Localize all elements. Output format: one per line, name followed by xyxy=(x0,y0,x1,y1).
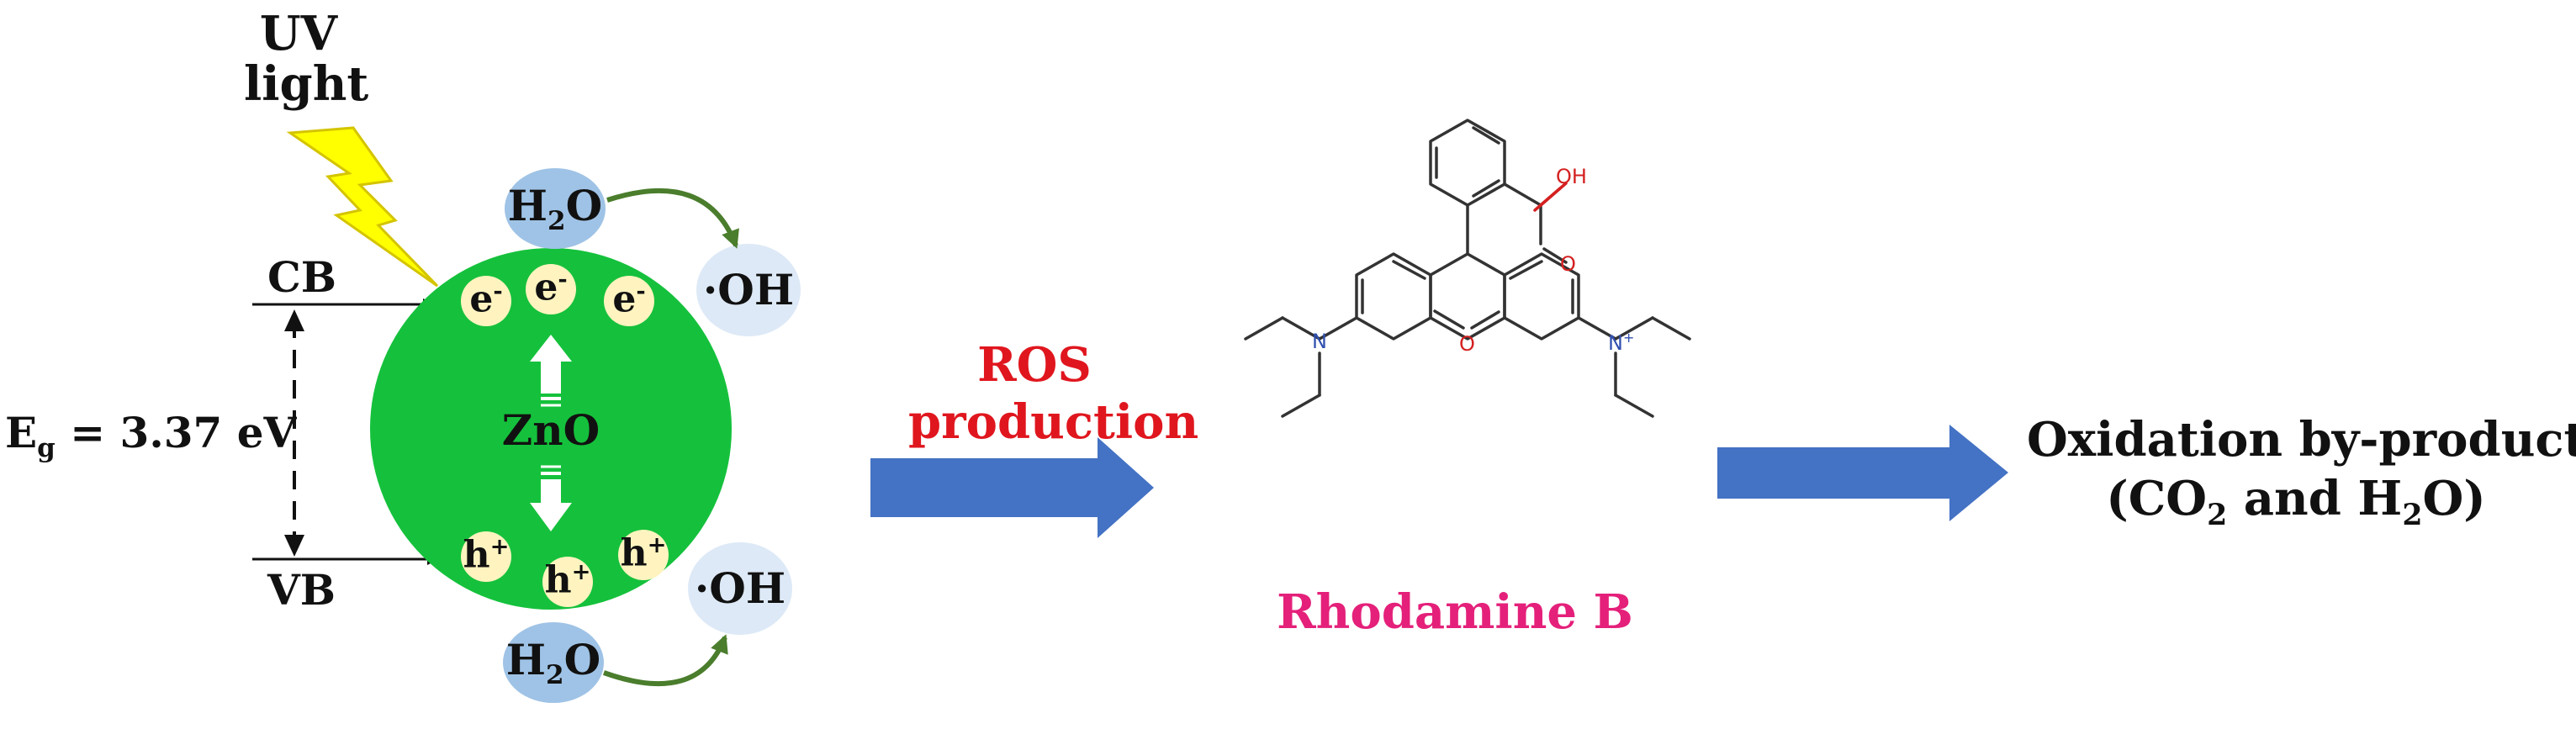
products-line1: Oxidation by-products xyxy=(2027,412,2576,468)
vb-label: VB xyxy=(267,565,336,615)
water-bubble-top xyxy=(505,168,606,249)
band-gap-arrowhead-top xyxy=(284,309,304,331)
hole-base: h xyxy=(544,558,572,602)
electron-circle-1 xyxy=(461,276,511,326)
water-subscript: 2 xyxy=(546,660,564,690)
products-co2-subscript: 2 xyxy=(2207,498,2228,533)
band-gap-arrowhead-bottom xyxy=(284,535,304,557)
water-subscript: 2 xyxy=(547,206,566,236)
uv-light-label: UV light xyxy=(244,6,369,112)
hole-label-2: h+ xyxy=(542,558,593,602)
electron-circle-2 xyxy=(526,264,576,314)
ros-line2: production xyxy=(908,394,1199,450)
molecule-oh-label: OH xyxy=(1556,165,1587,188)
n-right-symbol: N xyxy=(1608,331,1623,355)
ros-production-label: ROS production xyxy=(908,336,1199,451)
radical-bubble-top xyxy=(696,244,801,336)
products-co: (CO xyxy=(2106,471,2208,526)
band-gap-symbol: E xyxy=(5,408,38,457)
ros-line1: ROS xyxy=(977,337,1092,393)
water-o: O xyxy=(565,181,603,230)
electron-label-3: e- xyxy=(604,277,654,321)
rhodamine-b-label: Rhodamine B xyxy=(1277,584,1633,640)
zno-particle xyxy=(370,248,732,610)
products-h2o-subscript: 2 xyxy=(2402,498,2423,533)
water-h: H xyxy=(505,635,547,684)
hole-base: h xyxy=(620,531,648,575)
ros-block-arrow xyxy=(870,437,1154,538)
hole-charge: + xyxy=(647,531,667,558)
electron-charge: - xyxy=(636,277,646,304)
water-label-bottom: H2O xyxy=(503,635,604,690)
electron-base: e xyxy=(612,277,637,321)
water-o: O xyxy=(563,635,601,684)
electron-base: e xyxy=(534,266,558,309)
radical-bubble-bottom xyxy=(688,542,792,635)
hydroxyl-radical-label-top: ·OH xyxy=(702,265,795,314)
molecule-ring-o-label: O xyxy=(1459,332,1475,356)
products-label: Oxidation by-products (CO2 and H2O) xyxy=(2027,410,2576,545)
up-arrow-icon xyxy=(530,335,572,407)
products-o: O) xyxy=(2422,471,2486,526)
hole-label-3: h+ xyxy=(618,531,669,575)
molecule-carbonyl-o-label: O xyxy=(1560,252,1576,276)
zno-label: ZnO xyxy=(501,405,600,455)
n-right-charge: + xyxy=(1622,330,1635,346)
hole-charge: + xyxy=(571,558,591,585)
hole-label-1: h+ xyxy=(461,533,511,577)
lightning-bolt-icon xyxy=(286,126,439,288)
electron-circle-3 xyxy=(604,276,654,326)
water-label-top: H2O xyxy=(505,181,606,236)
molecule-n-right-label: N+ xyxy=(1608,330,1634,355)
conversion-arrow-top xyxy=(606,188,739,249)
hole-circle-3 xyxy=(618,530,669,580)
band-gap-subscript: g xyxy=(37,433,56,463)
electron-base: e xyxy=(469,277,494,321)
conversion-arrow-bottom xyxy=(602,634,728,687)
electron-charge: - xyxy=(558,266,568,293)
electron-label-1: e- xyxy=(461,277,511,321)
product-block-arrow xyxy=(1717,425,2008,521)
uv-label-line1: UV xyxy=(259,6,338,61)
water-bubble-bottom xyxy=(503,622,604,703)
products-line2: (CO2 and H2O) xyxy=(2027,469,2565,545)
molecule-n-left-label: N xyxy=(1312,330,1327,353)
band-gap-value: = 3.37 eV xyxy=(70,408,297,457)
cb-label: CB xyxy=(267,252,337,302)
electron-label-2: e- xyxy=(526,266,576,309)
band-gap-label: Eg = 3.37 eV xyxy=(5,408,296,463)
hole-base: h xyxy=(463,533,490,577)
rhodamine-b-structure xyxy=(1244,119,1691,418)
down-arrow-icon xyxy=(530,465,572,531)
electron-charge: - xyxy=(493,277,503,304)
uv-label-line2: light xyxy=(244,56,369,112)
hole-circle-2 xyxy=(542,557,593,607)
products-and-h: and H xyxy=(2227,471,2403,526)
hole-charge: + xyxy=(489,533,510,560)
water-h: H xyxy=(507,181,548,230)
hydroxyl-radical-label-bottom: ·OH xyxy=(694,563,786,613)
hole-circle-1 xyxy=(461,531,511,582)
